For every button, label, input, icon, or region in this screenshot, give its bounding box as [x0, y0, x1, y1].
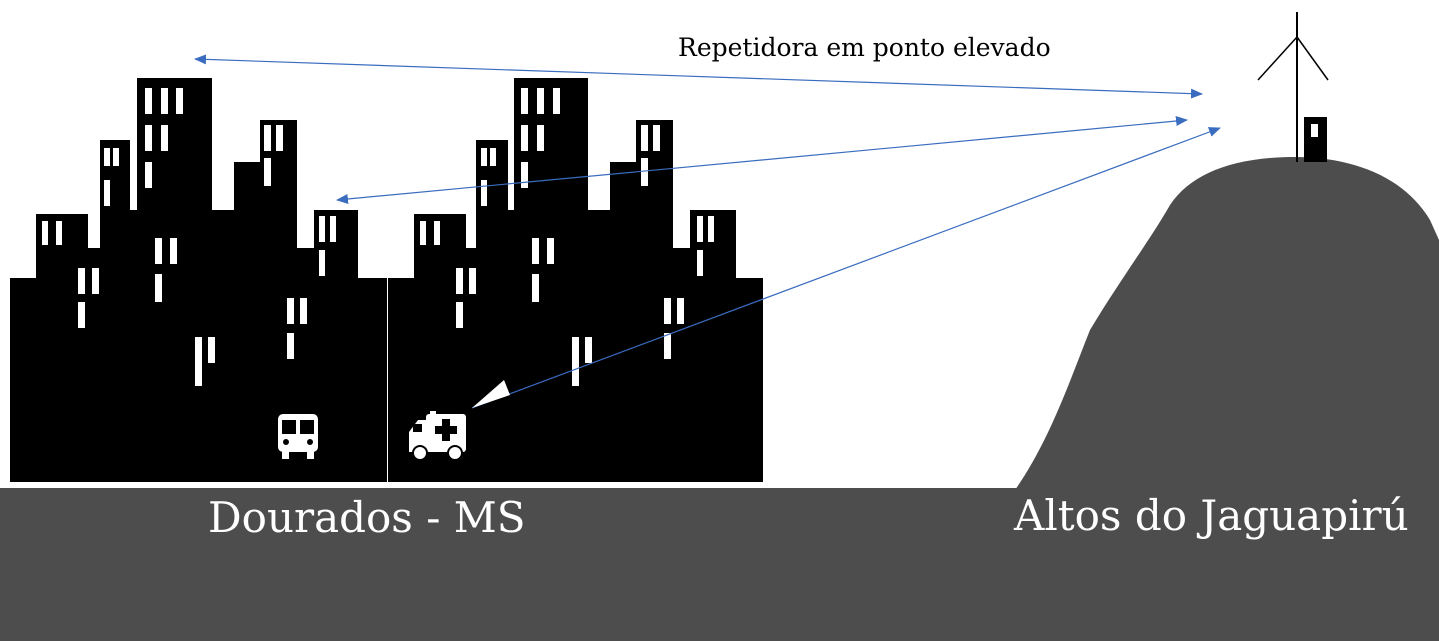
city-buildings-left — [10, 78, 387, 482]
link-arrow-ambulance — [471, 127, 1221, 409]
link-arrow-top-building — [194, 54, 1203, 99]
antenna-tower-icon — [1257, 12, 1329, 162]
repeater-caption: Repetidora em ponto elevado — [678, 33, 1051, 62]
ambulance-arrowhead — [472, 380, 510, 408]
radio-links — [194, 54, 1221, 409]
repeater-hut — [1304, 117, 1327, 162]
ground — [0, 488, 1439, 641]
city-label: Dourados - MS — [208, 493, 526, 542]
bus-icon — [278, 414, 318, 459]
hill-label: Altos do Jaguapirú — [1013, 491, 1409, 540]
ambulance-icon — [409, 411, 466, 461]
hill — [1015, 156, 1439, 490]
link-arrow-mid-building — [336, 116, 1188, 204]
